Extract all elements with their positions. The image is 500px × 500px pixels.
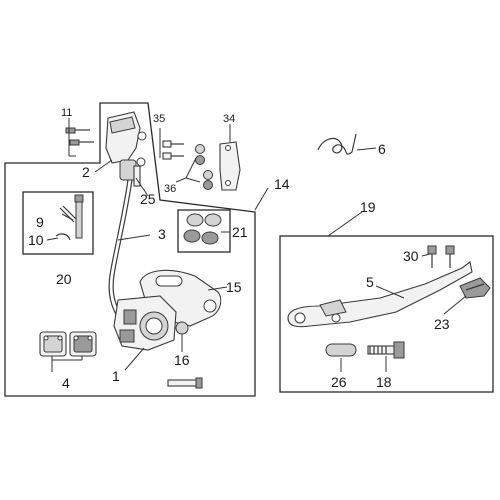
bolts-11	[65, 118, 94, 157]
callout-15: 15	[226, 279, 242, 295]
seals-21	[183, 213, 222, 245]
callout-labels: 1 2 3 4 5 6 9 10 11 14 15 16 18 19 20 21…	[28, 107, 450, 391]
callout-26: 26	[331, 374, 347, 390]
pedal-tip-23	[459, 277, 491, 299]
pin-kit-box-20	[22, 191, 94, 255]
bracket-plate-34	[219, 141, 241, 191]
callout-1: 1	[112, 368, 120, 384]
seal-kit-box-21	[177, 209, 231, 253]
pivot-bolt-18	[367, 341, 405, 359]
caliper	[113, 295, 177, 351]
brake-pedal	[287, 261, 473, 328]
brake-pads	[39, 331, 97, 357]
callout-6: 6	[378, 141, 386, 157]
return-spring-6	[317, 133, 357, 155]
callout-34: 34	[223, 113, 235, 125]
assembly-frame-14	[4, 102, 256, 397]
pin-clip-10	[55, 233, 71, 241]
nuts-36	[175, 144, 213, 190]
callout-5: 5	[366, 274, 374, 290]
leader-lines	[46, 124, 467, 372]
callout-4: 4	[62, 375, 70, 391]
callout-9: 9	[36, 214, 44, 230]
callout-16: 16	[174, 352, 190, 368]
bolts-35	[159, 128, 184, 160]
callout-23: 23	[434, 316, 450, 332]
callout-11: 11	[61, 107, 72, 119]
callout-35: 35	[153, 113, 165, 125]
callout-25: 25	[140, 191, 156, 207]
assembly-frame-19	[279, 235, 494, 393]
long-pin	[74, 194, 84, 239]
callout-30: 30	[403, 248, 419, 264]
bolts-30	[427, 245, 455, 268]
callout-10: 10	[28, 232, 44, 248]
slider-pin-16	[167, 321, 203, 389]
pedal-spacer-26	[325, 343, 357, 357]
brake-hose	[108, 179, 129, 319]
callout-36: 36	[164, 183, 176, 195]
callout-19: 19	[360, 199, 376, 215]
callout-20: 20	[56, 271, 72, 287]
master-cylinder	[105, 111, 147, 187]
callout-2: 2	[82, 164, 90, 180]
callout-21: 21	[232, 224, 248, 240]
brake-hose-outer	[112, 179, 133, 317]
callout-3: 3	[158, 226, 166, 242]
callout-18: 18	[376, 374, 392, 390]
callout-14: 14	[274, 176, 290, 192]
